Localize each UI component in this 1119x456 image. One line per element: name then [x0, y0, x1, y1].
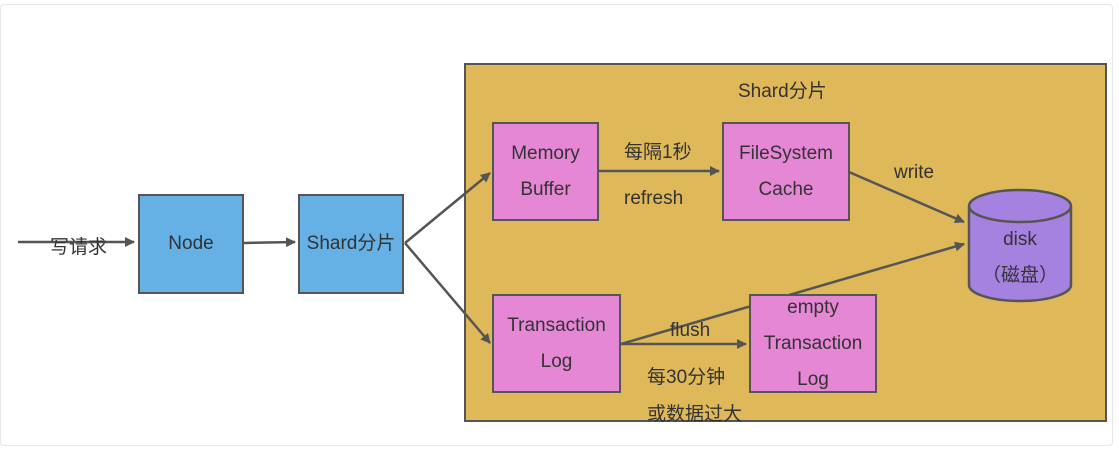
- write-label: write: [894, 162, 935, 183]
- every-second-label: 每隔1秒: [624, 142, 692, 163]
- arrow-write: [848, 170, 965, 224]
- empty-transaction-log-label: empty Transaction Log: [763, 296, 863, 390]
- transaction-log-box: Transaction Log: [492, 294, 621, 393]
- node-label: Node: [168, 233, 214, 254]
- disk-label: disk （磁盘）: [968, 222, 1072, 294]
- data-too-large-label: 或数据过大: [647, 404, 743, 425]
- flush-label: flush: [670, 320, 711, 341]
- write-request-label: 写请求: [50, 237, 108, 258]
- shard-box-label: Shard分片: [306, 233, 396, 254]
- transaction-log-label: Transaction Log: [507, 314, 606, 372]
- shard-box: Shard分片: [298, 194, 404, 294]
- arrow-shard-to-translog: [404, 242, 491, 344]
- empty-transaction-log-box: empty Transaction Log: [749, 294, 877, 393]
- refresh-label: refresh: [624, 188, 684, 209]
- every-30-min-label: 每30分钟: [647, 367, 726, 388]
- disk-label-line2: （磁盘）: [981, 265, 1058, 286]
- memory-buffer-box: Memory Buffer: [492, 122, 599, 221]
- filesystem-cache-box: FileSystem Cache: [722, 122, 850, 221]
- shard-container-title: Shard分片: [738, 81, 827, 102]
- arrow-shard-to-buffer: [404, 172, 491, 244]
- disk-cylinder: [967, 188, 1073, 303]
- node-box: Node: [138, 194, 244, 294]
- memory-buffer-label: Memory Buffer: [511, 142, 580, 200]
- filesystem-cache-label: FileSystem Cache: [739, 142, 833, 200]
- arrow-node-to-shard: [243, 237, 296, 248]
- disk-label-line1: disk: [1003, 229, 1037, 250]
